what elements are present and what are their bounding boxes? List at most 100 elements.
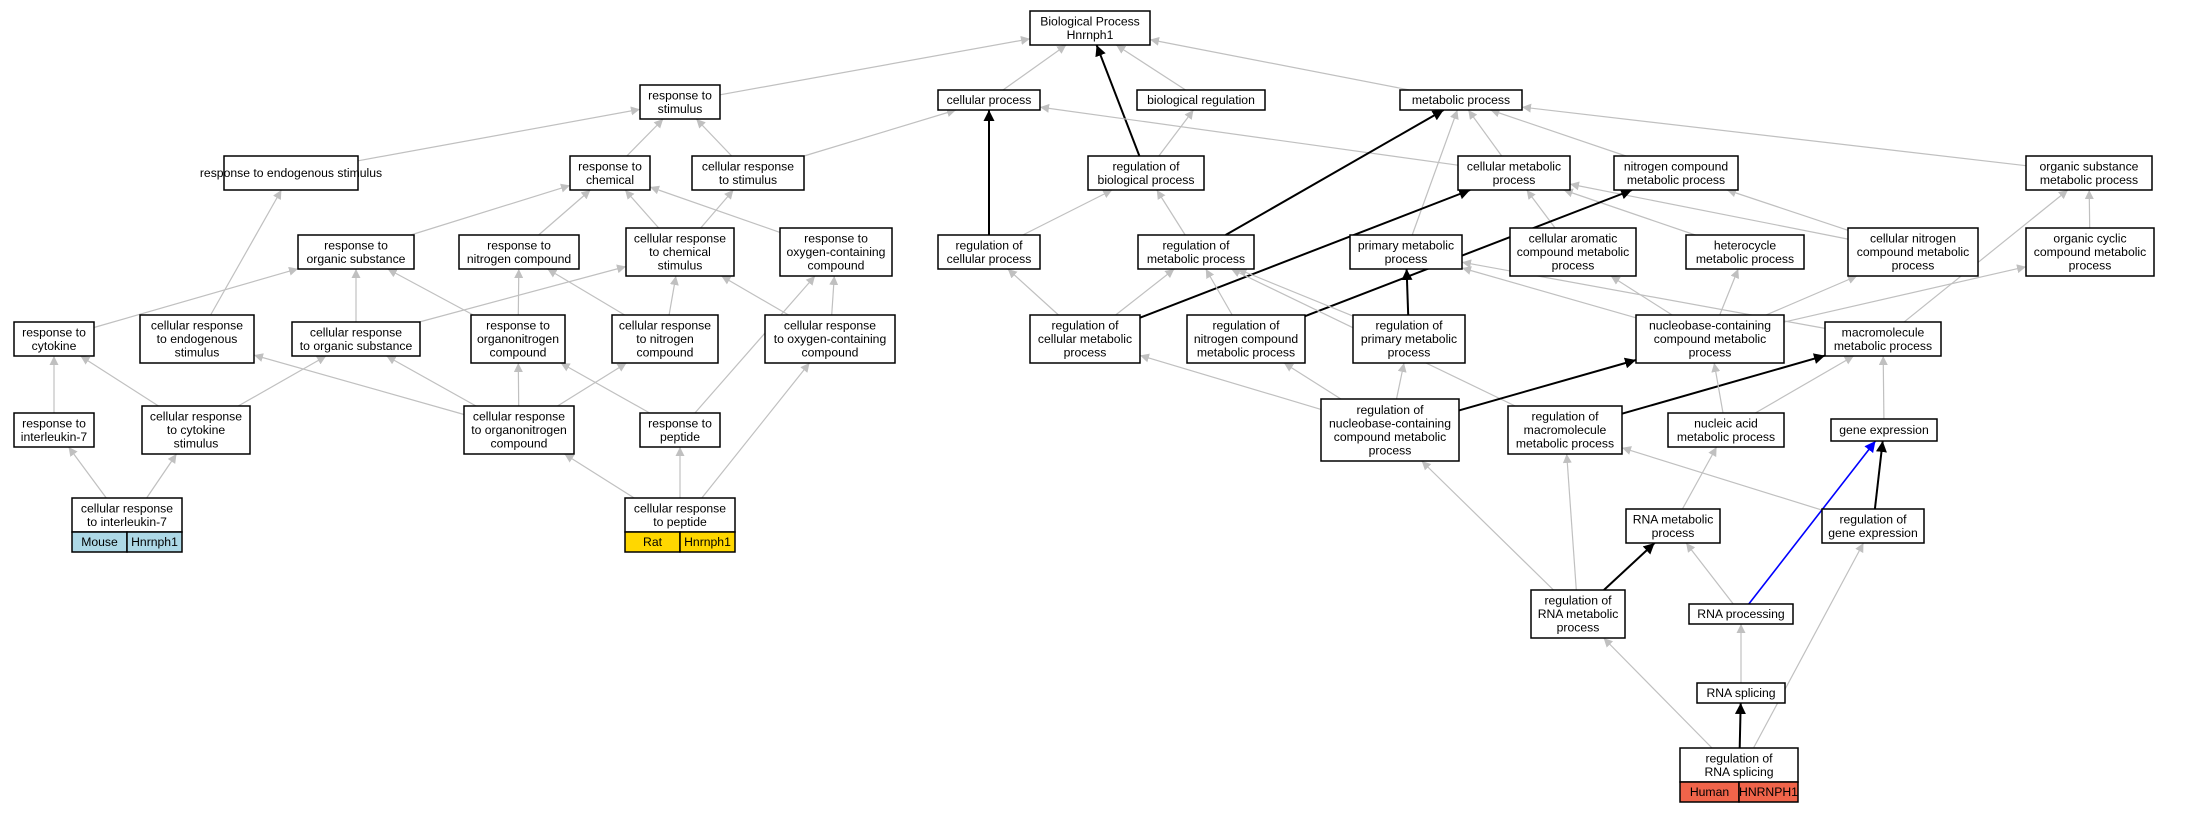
edge-reg_metab-to-metab [1225, 109, 1445, 236]
node-label: RNA processing [1697, 607, 1784, 621]
node-box [223, 155, 359, 191]
node-box [1821, 508, 1925, 544]
node-box [1352, 314, 1466, 364]
node-label: response to [804, 232, 868, 246]
edge-cell_nitro-to-cell_metab [1569, 181, 1849, 240]
node-label: nucleobase-containing [1329, 416, 1451, 430]
go-term-node-rna-proc[interactable]: RNA processing [1688, 603, 1794, 625]
node-label: biological process [1098, 173, 1195, 187]
go-term-node-gene-expr[interactable]: gene expression [1830, 418, 1938, 442]
node-box [1679, 747, 1799, 783]
go-term-node-rna-splice[interactable]: RNA splicing [1696, 682, 1786, 704]
annotation-gene-cell [679, 531, 736, 553]
node-box [569, 155, 651, 191]
edge-org_sub_metab-to-metab [1521, 103, 2027, 167]
edge-resp_orgnitro-to-resp_org_sub [387, 268, 474, 316]
edge-cell_resp_nitro-to-resp_nitro [547, 268, 626, 316]
edge-reg_bio-to-bio_reg [1158, 109, 1194, 157]
node-label: regulation of [1839, 513, 1907, 527]
node-label: metabolic process [1677, 430, 1775, 444]
node-label: cellular metabolic [1467, 159, 1561, 173]
node-label: cellular process [947, 252, 1032, 266]
node-label: nitrogen compound [467, 252, 571, 266]
node-label: to interleukin-7 [87, 515, 167, 529]
node-box [2025, 227, 2155, 277]
node-label: process [1892, 259, 1935, 273]
node-label: gene expression [1828, 526, 1917, 540]
edge-cell_resp_orgnitro-to-cell_resp_nitro [557, 362, 627, 407]
edge-nucleo_metab-to-prim_metab [1461, 266, 1637, 319]
node-box [2025, 155, 2153, 191]
node-box [1625, 508, 1721, 544]
go-term-node-resp-endo[interactable]: response to endogenous stimulus [200, 155, 382, 191]
node-label: nucleobase-containing [1649, 319, 1771, 333]
go-term-node-bio-reg[interactable]: biological regulation [1136, 89, 1266, 111]
edge-reg_cell_metab-to-reg_metab [1115, 268, 1175, 316]
edge-reg_nucleo-to-reg_cell_metab [1139, 353, 1322, 410]
node-label: cellular metabolic [1038, 332, 1132, 346]
node-label: primary metabolic [1358, 238, 1454, 252]
edge-rna_proc-to-gene_expr [1748, 440, 1877, 605]
node-label: regulation of [1051, 319, 1119, 333]
annotation-gene-label: Hnrnph1 [131, 535, 178, 549]
node-label: primary metabolic [1361, 332, 1457, 346]
node-label: RNA splicing [1704, 765, 1773, 779]
edge-cell_resp_nitro-to-cell_resp_chem [668, 275, 679, 316]
node-box [1457, 155, 1571, 191]
edge-rna_metab-to-nuc_acid [1681, 446, 1718, 510]
edge-cell_resp_cyto-to-cell_resp_org [237, 355, 327, 407]
go-term-node-reg-nucleo[interactable]: regulation ofnucleobase-containingcompou… [1320, 398, 1460, 462]
go-term-node-metab[interactable]: metabolic process [1399, 89, 1523, 111]
node-label: cellular response [150, 410, 242, 424]
edge-cell_resp_org-to-cell_resp_chem [419, 264, 627, 323]
edge-hetero-to-cell_metab [1563, 188, 1696, 236]
node-box [1830, 418, 1938, 442]
node-label: process [1652, 526, 1695, 540]
go-term-node-cell-proc[interactable]: cellular process [937, 89, 1041, 111]
edge-resp_oxy-to-resp_chem [649, 185, 781, 233]
node-label: compound [637, 346, 694, 360]
